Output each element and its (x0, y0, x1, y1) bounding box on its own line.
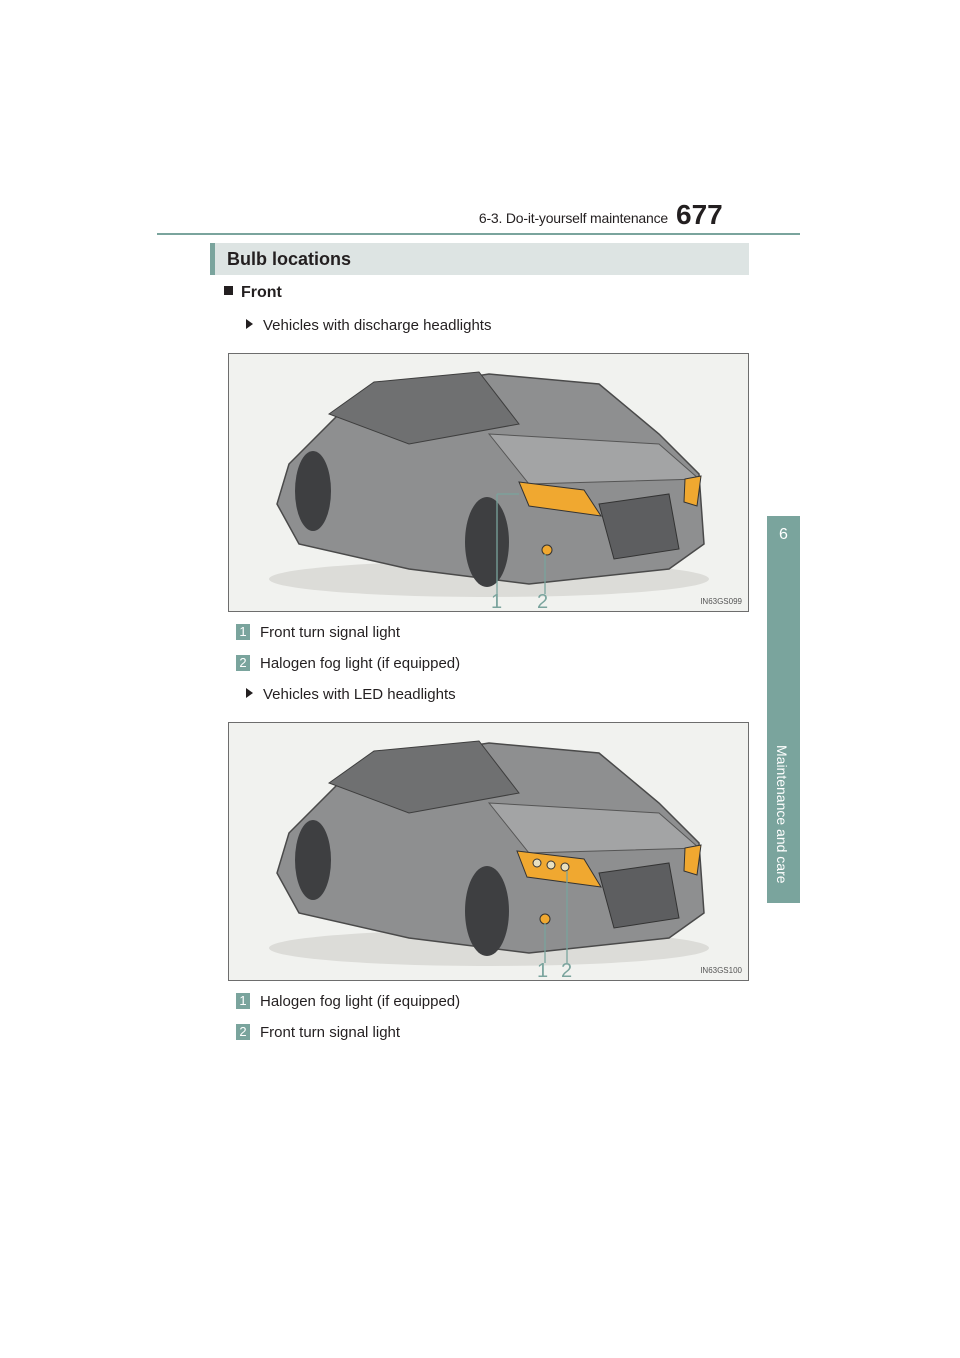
legend-item: 2 Halogen fog light (if equipped) (236, 655, 460, 672)
headlight-left-icon (518, 481, 603, 517)
car-illustration-led: 1 2 IN63GS100 (228, 722, 749, 981)
legend-number: 2 (236, 655, 250, 671)
led-bulb-icon (532, 858, 542, 868)
legend-number: 1 (236, 993, 250, 1009)
led-bulb-icon (546, 860, 556, 870)
legend-text: Halogen fog light (if equipped) (260, 655, 461, 672)
legend-number: 2 (236, 1024, 250, 1040)
car-illustration-discharge: 1 2 IN63GS099 (228, 353, 749, 612)
headlight-right-icon (683, 844, 702, 876)
chapter-label: Maintenance and care (774, 745, 790, 884)
chapter-side-tab: 6 (767, 516, 800, 903)
headlight-right-icon (683, 475, 702, 507)
square-bullet-icon (224, 286, 233, 295)
legend-item: 1 Front turn signal light (236, 624, 400, 641)
callout-2: 2 (537, 591, 548, 611)
header-rule (157, 233, 800, 235)
section-reference: 6-3. Do-it-yourself maintenance (478, 210, 668, 226)
chapter-number: 6 (779, 526, 788, 543)
variant-text: Vehicles with discharge headlights (263, 317, 492, 334)
legend-item: 1 Halogen fog light (if equipped) (236, 993, 460, 1010)
legend-text: Halogen fog light (if equipped) (260, 993, 461, 1010)
rear-wheel (295, 820, 331, 900)
front-wheel (465, 866, 509, 956)
section-title: Bulb locations (227, 249, 352, 269)
triangle-bullet-icon (246, 688, 253, 698)
variant-text: Vehicles with LED headlights (263, 686, 456, 703)
car-windows (327, 371, 520, 445)
fog-light-icon (539, 913, 551, 925)
figure-code: IN63GS100 (700, 966, 742, 975)
rear-wheel (295, 451, 331, 531)
front-wheel (465, 497, 509, 587)
callout-2: 2 (561, 960, 572, 980)
car-windows (327, 740, 520, 814)
fog-light-icon (541, 544, 553, 556)
car-grille (598, 862, 680, 929)
sub-heading: Front (224, 284, 282, 302)
legend-item: 2 Front turn signal light (236, 1024, 400, 1041)
callout-1: 1 (491, 591, 502, 611)
legend-text: Front turn signal light (260, 1024, 401, 1041)
callout-1: 1 (537, 960, 548, 980)
section-title-bar: Bulb locations (210, 243, 749, 275)
legend-number: 1 (236, 624, 250, 640)
legend-text: Front turn signal light (260, 624, 401, 641)
car-grille (598, 493, 680, 560)
sub-heading-text: Front (241, 284, 282, 301)
triangle-bullet-icon (246, 319, 253, 329)
page-number: 677 (676, 199, 723, 230)
variant-heading-discharge: Vehicles with discharge headlights (246, 317, 491, 334)
figure-code: IN63GS099 (700, 597, 742, 606)
led-bulb-icon (560, 862, 570, 872)
variant-heading-led: Vehicles with LED headlights (246, 686, 456, 703)
